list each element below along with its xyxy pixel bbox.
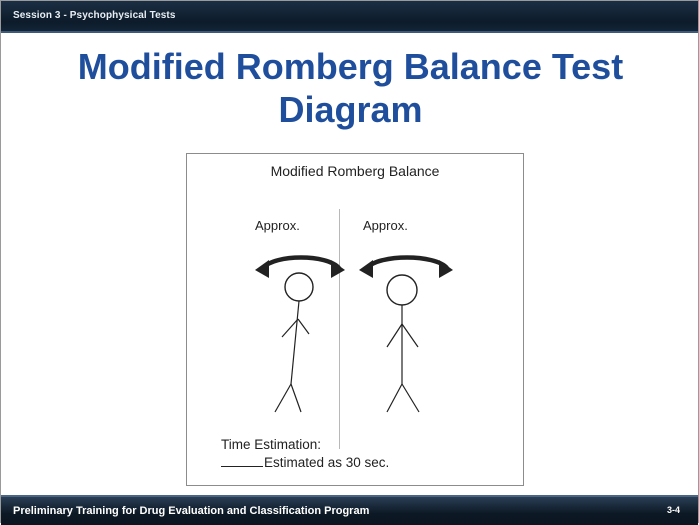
estimated-text: Estimated as 30 sec. (264, 455, 390, 470)
stick-figures-illustration (255, 255, 453, 413)
figure-leg-right-b (401, 383, 420, 413)
footer-bar: Preliminary Training for Drug Evaluation… (1, 495, 698, 525)
approx-label-left: Approx. (255, 218, 300, 233)
estimate-blank (221, 454, 263, 467)
figure-leg-left-b (290, 383, 302, 413)
slide-title-line2: Diagram (278, 89, 423, 130)
arrowhead-right-b (439, 260, 453, 278)
arrowhead-left-b (331, 260, 345, 278)
figure-leg-left-a (274, 383, 292, 413)
figure-arm-right-a (386, 323, 403, 348)
tilted-figure-left (255, 255, 345, 413)
diagram-divider (339, 209, 340, 449)
arrowhead-right-a (359, 260, 373, 278)
figure-arm-right-b (401, 323, 419, 348)
slide-title: Modified Romberg Balance Test Diagram (1, 45, 699, 131)
approx-label-right: Approx. (363, 218, 408, 233)
head-tilt-arrow-left (261, 255, 341, 270)
arrowhead-left-a (255, 260, 269, 278)
figure-head-left (284, 272, 314, 302)
figure-body-left (290, 300, 300, 385)
head-tilt-arrow-right (365, 255, 449, 270)
header-bar: Session 3 - Psychophysical Tests (1, 1, 698, 33)
time-estimation-block: Time Estimation: Estimated as 30 sec. (221, 436, 389, 472)
diagram-title: Modified Romberg Balance (270, 163, 440, 179)
romberg-diagram: Modified Romberg Balance Approx. Approx. (186, 153, 524, 486)
program-name: Preliminary Training for Drug Evaluation… (13, 505, 370, 517)
figure-arm-left-b (297, 318, 310, 335)
time-estimation-label: Time Estimation: (221, 437, 322, 452)
upright-figure-right (359, 255, 453, 413)
estimated-line: Estimated as 30 sec. (221, 454, 389, 472)
slide-title-line1: Modified Romberg Balance Test (77, 46, 624, 87)
figure-leg-right-a (386, 383, 403, 413)
figure-head-right (386, 274, 418, 306)
session-label: Session 3 - Psychophysical Tests (13, 10, 176, 21)
page-number: 3-4 (666, 505, 680, 515)
figure-arm-left-a (281, 318, 299, 338)
